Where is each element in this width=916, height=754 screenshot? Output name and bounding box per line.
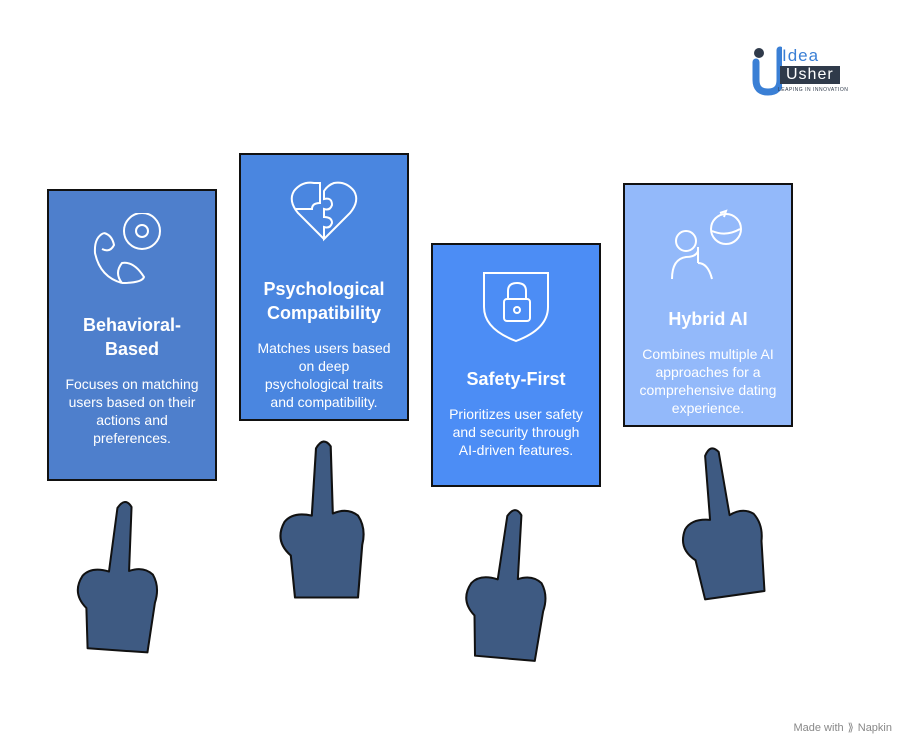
puzzle-heart-icon bbox=[290, 181, 358, 242]
card-title: Safety-First bbox=[466, 369, 566, 389]
logo-tagline: LEAPING IN INNOVATION bbox=[778, 87, 849, 93]
card-description: Matches users based on deep psychologica… bbox=[257, 340, 391, 410]
footer-brand: Napkin bbox=[857, 721, 892, 734]
pointing-hand-icon bbox=[279, 440, 365, 599]
logo-line1: Idea bbox=[782, 46, 820, 65]
pointing-hand-icon bbox=[460, 505, 555, 663]
footer-text: Made with bbox=[793, 721, 844, 734]
card-hybrid-ai: Hybrid AI Combines multiple AI approache… bbox=[623, 183, 793, 427]
card-description: Prioritizes user safety and security thr… bbox=[449, 406, 583, 458]
card-title: Hybrid AI bbox=[668, 309, 748, 329]
napkin-logo-icon: ⟫ bbox=[847, 722, 854, 734]
card-safety-first: Safety-First Prioritizes user safety and… bbox=[431, 243, 601, 487]
made-with-napkin: Made with ⟫ Napkin bbox=[793, 721, 892, 735]
card-description: Focuses on matching users based on their… bbox=[65, 376, 199, 446]
person-refresh-icon bbox=[671, 209, 742, 280]
behavior-circles-icon bbox=[93, 213, 161, 284]
card-behavioral-based: Behavioral-Based Focuses on matching use… bbox=[47, 189, 217, 481]
shield-lock-icon bbox=[483, 272, 549, 343]
pointing-hand-icon bbox=[72, 498, 165, 654]
card-psychological-compatibility: Psychological Compatibility Matches user… bbox=[239, 153, 409, 421]
logo-line2: Usher bbox=[780, 66, 840, 84]
card-description: Combines multiple AI approaches for a co… bbox=[639, 346, 777, 416]
card-title: Behavioral-Based bbox=[82, 315, 182, 359]
idea-usher-logo: Idea Usher LEAPING IN INNOVATION bbox=[752, 44, 872, 96]
logo-mark-icon bbox=[752, 46, 782, 96]
pointing-hand-icon bbox=[669, 442, 771, 603]
card-title: Psychological Compatibility bbox=[263, 279, 385, 323]
